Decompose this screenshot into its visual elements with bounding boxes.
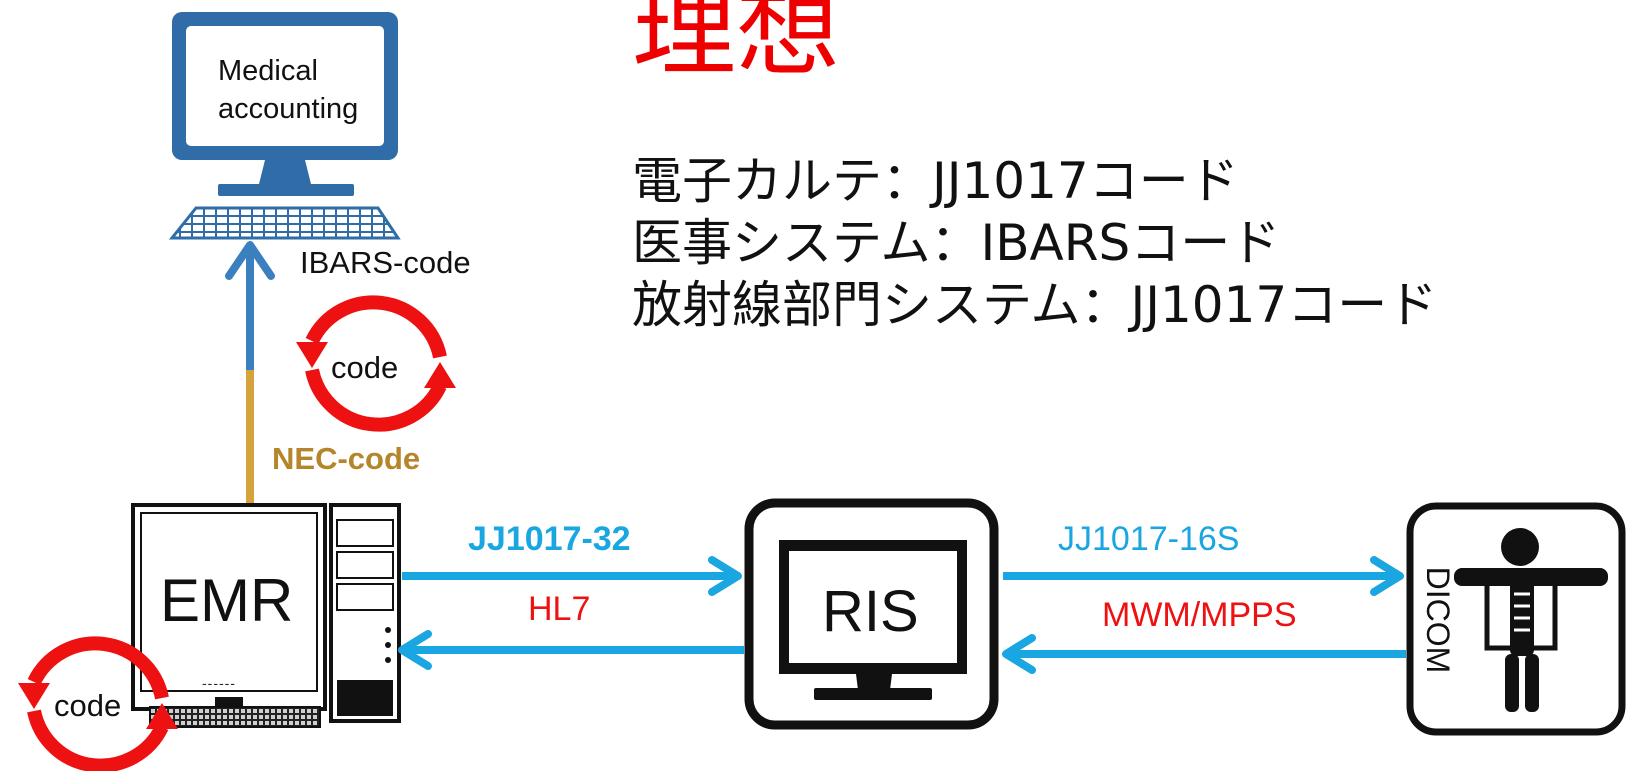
nec-code-label: NEC-code xyxy=(272,441,421,476)
ris-to-emr-arrow xyxy=(398,630,744,670)
emr-label: EMR xyxy=(160,567,294,634)
code-line-radiology: 放射線部門システム：JJ1017コード xyxy=(632,276,1438,334)
ris-to-dicom-arrow xyxy=(1003,556,1404,596)
page-title: 理想 xyxy=(632,0,841,91)
ibars-code-label: IBARS-code xyxy=(300,245,471,280)
hl7-label: HL7 xyxy=(528,590,591,628)
code-cycle-icon xyxy=(296,295,456,432)
dicom-to-ris-arrow xyxy=(1002,634,1406,674)
emr-screen-placeholder: ------ xyxy=(202,675,236,691)
medical-accounting-computer-icon xyxy=(168,12,401,240)
code-system-list: 電子カルテ：JJ1017コード 医事システム：IBARSコード 放射線部門システ… xyxy=(632,150,1437,336)
code-line-medical: 医事システム：IBARSコード xyxy=(632,214,1281,272)
ibars-code-arrow-head xyxy=(225,241,275,280)
jj1017-32-label: JJ1017-32 xyxy=(468,520,631,558)
cycle-code-label: code xyxy=(54,688,122,723)
code-line-emr: 電子カルテ：JJ1017コード xyxy=(632,152,1239,210)
dicom-xray-icon xyxy=(1406,502,1626,736)
ris-monitor-icon xyxy=(744,498,999,730)
code-cycle-icon xyxy=(18,636,178,771)
ris-label: RIS xyxy=(822,579,919,644)
emr-to-ris-arrow xyxy=(402,556,742,596)
emr-computer-icon xyxy=(131,503,401,728)
medical-accounting-label: Medical accounting xyxy=(218,55,359,125)
jj1017-16s-label: JJ1017-16S xyxy=(1058,520,1240,558)
dicom-label: DICOM xyxy=(1420,566,1456,674)
cycle-code-label: code xyxy=(331,350,399,385)
mwm-mpps-label: MWM/MPPS xyxy=(1102,596,1297,634)
